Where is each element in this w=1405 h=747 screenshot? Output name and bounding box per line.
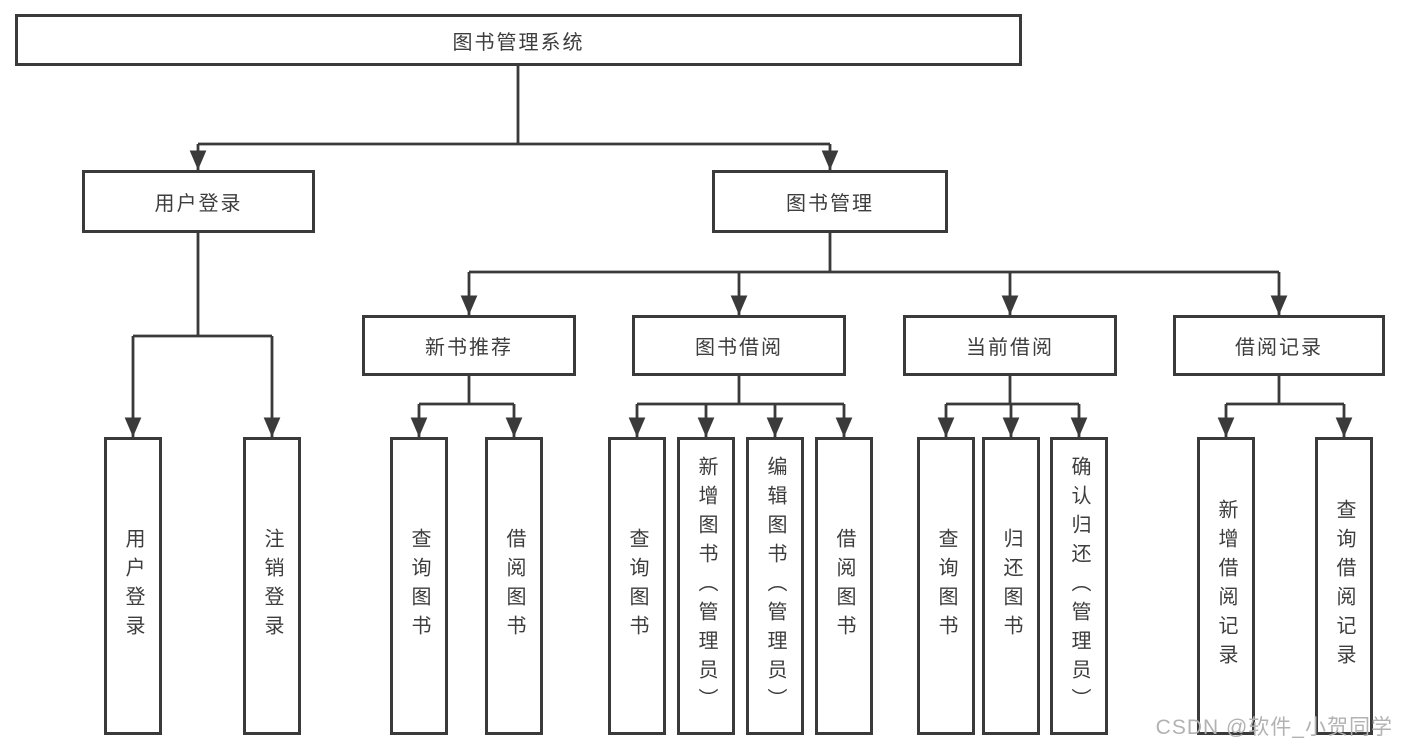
node-book-management-label: 图书管理 <box>786 193 874 215</box>
leaf-query-books-current: 查询图书 <box>917 437 975 735</box>
leaf-logout: 注销登录 <box>243 437 301 735</box>
leaf-query-books-borrow-label: 查询图书 <box>626 528 648 644</box>
leaf-query-borrow-record: 查询借阅记录 <box>1315 437 1373 735</box>
leaf-add-book-admin: 新增图书（管理员） <box>677 437 735 735</box>
csdn-watermark: CSDN @软件_小贺同学 <box>1155 716 1393 739</box>
leaf-query-books-recommend: 查询图书 <box>390 437 448 735</box>
node-borrow-records: 借阅记录 <box>1173 315 1385 376</box>
leaf-logout-label: 注销登录 <box>261 528 283 644</box>
leaf-query-books-current-label: 查询图书 <box>935 528 957 644</box>
leaf-add-borrow-record: 新增借阅记录 <box>1197 437 1255 735</box>
leaf-confirm-return-admin-label: 确认归还（管理员） <box>1068 455 1090 717</box>
node-book-borrow: 图书借阅 <box>632 315 846 376</box>
leaf-query-books-recommend-label: 查询图书 <box>408 528 430 644</box>
leaf-add-borrow-record-label: 新增借阅记录 <box>1215 499 1237 673</box>
node-current-borrow-label: 当前借阅 <box>966 337 1054 359</box>
leaf-edit-book-admin: 编辑图书（管理员） <box>746 437 804 735</box>
node-new-book-recommend: 新书推荐 <box>362 315 576 376</box>
leaf-return-books-label: 归还图书 <box>1000 528 1022 644</box>
leaf-user-login-label: 用户登录 <box>122 528 144 644</box>
node-borrow-records-label: 借阅记录 <box>1235 337 1323 359</box>
leaf-edit-book-admin-label: 编辑图书（管理员） <box>764 455 786 717</box>
leaf-add-book-admin-label: 新增图书（管理员） <box>695 455 717 717</box>
leaf-borrow-books: 借阅图书 <box>815 437 873 735</box>
leaf-borrow-books-recommend-label: 借阅图书 <box>503 528 525 644</box>
leaf-query-books-borrow: 查询图书 <box>608 437 666 735</box>
leaf-return-books: 归还图书 <box>982 437 1040 735</box>
node-library-system-label: 图书管理系统 <box>452 31 585 54</box>
leaf-user-login: 用户登录 <box>104 437 162 735</box>
node-book-management: 图书管理 <box>712 170 948 233</box>
node-user-login: 用户登录 <box>82 170 315 233</box>
node-user-login-label: 用户登录 <box>154 193 243 215</box>
leaf-borrow-books-label: 借阅图书 <box>833 528 855 644</box>
node-book-borrow-label: 图书借阅 <box>695 337 783 359</box>
node-new-book-recommend-label: 新书推荐 <box>425 337 513 359</box>
node-library-system: 图书管理系统 <box>15 14 1022 66</box>
leaf-query-borrow-record-label: 查询借阅记录 <box>1333 499 1355 673</box>
leaf-borrow-books-recommend: 借阅图书 <box>485 437 543 735</box>
node-current-borrow: 当前借阅 <box>903 315 1117 376</box>
leaf-confirm-return-admin: 确认归还（管理员） <box>1050 437 1108 735</box>
